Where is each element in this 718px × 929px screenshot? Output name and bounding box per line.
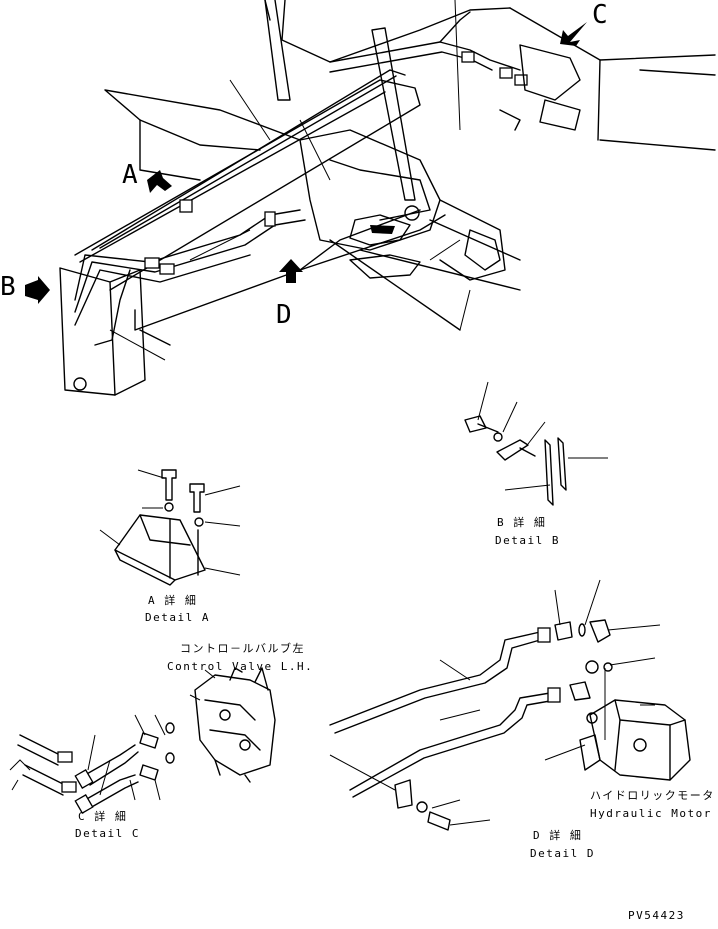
detail-a-drawing — [99, 469, 241, 586]
detail-b-en-label: Detail B — [495, 534, 560, 547]
hydraulic-motor-en-label: Hydraulic Motor — [590, 807, 712, 820]
arrow-a-icon — [147, 170, 172, 193]
arrow-c-icon — [560, 22, 587, 46]
detail-d-drawing — [329, 579, 691, 831]
callout-a-label: A — [122, 160, 138, 190]
callout-c-label: C — [592, 0, 608, 30]
detail-d-en-label: Detail D — [530, 847, 595, 860]
detail-a-en-label: Detail A — [145, 611, 210, 624]
callout-d-label: D — [276, 300, 292, 330]
detail-c-drawing — [9, 667, 276, 814]
detail-c-en-label: Detail C — [75, 827, 140, 840]
detail-b-drawing — [464, 381, 608, 506]
control-valve-en-label: Control Valve L.H. — [167, 660, 314, 673]
detail-d-jp-label: D 詳 細 — [533, 829, 583, 842]
main-assembly — [59, 0, 716, 396]
control-valve-jp-label: コントロ－ルバルブ左 — [180, 642, 305, 655]
detail-b-jp-label: B 詳 細 — [497, 516, 547, 529]
arrow-b-icon — [25, 276, 50, 304]
callout-b-label: B — [0, 272, 16, 302]
detail-a-jp-label: A 詳 細 — [148, 594, 198, 607]
arrow-d-icon — [279, 259, 303, 283]
detail-c-jp-label: C 詳 細 — [78, 810, 128, 823]
hydraulic-motor-jp-label: ハイドロリックモータ — [590, 789, 715, 802]
drawing-number: PV54423 — [628, 909, 685, 922]
